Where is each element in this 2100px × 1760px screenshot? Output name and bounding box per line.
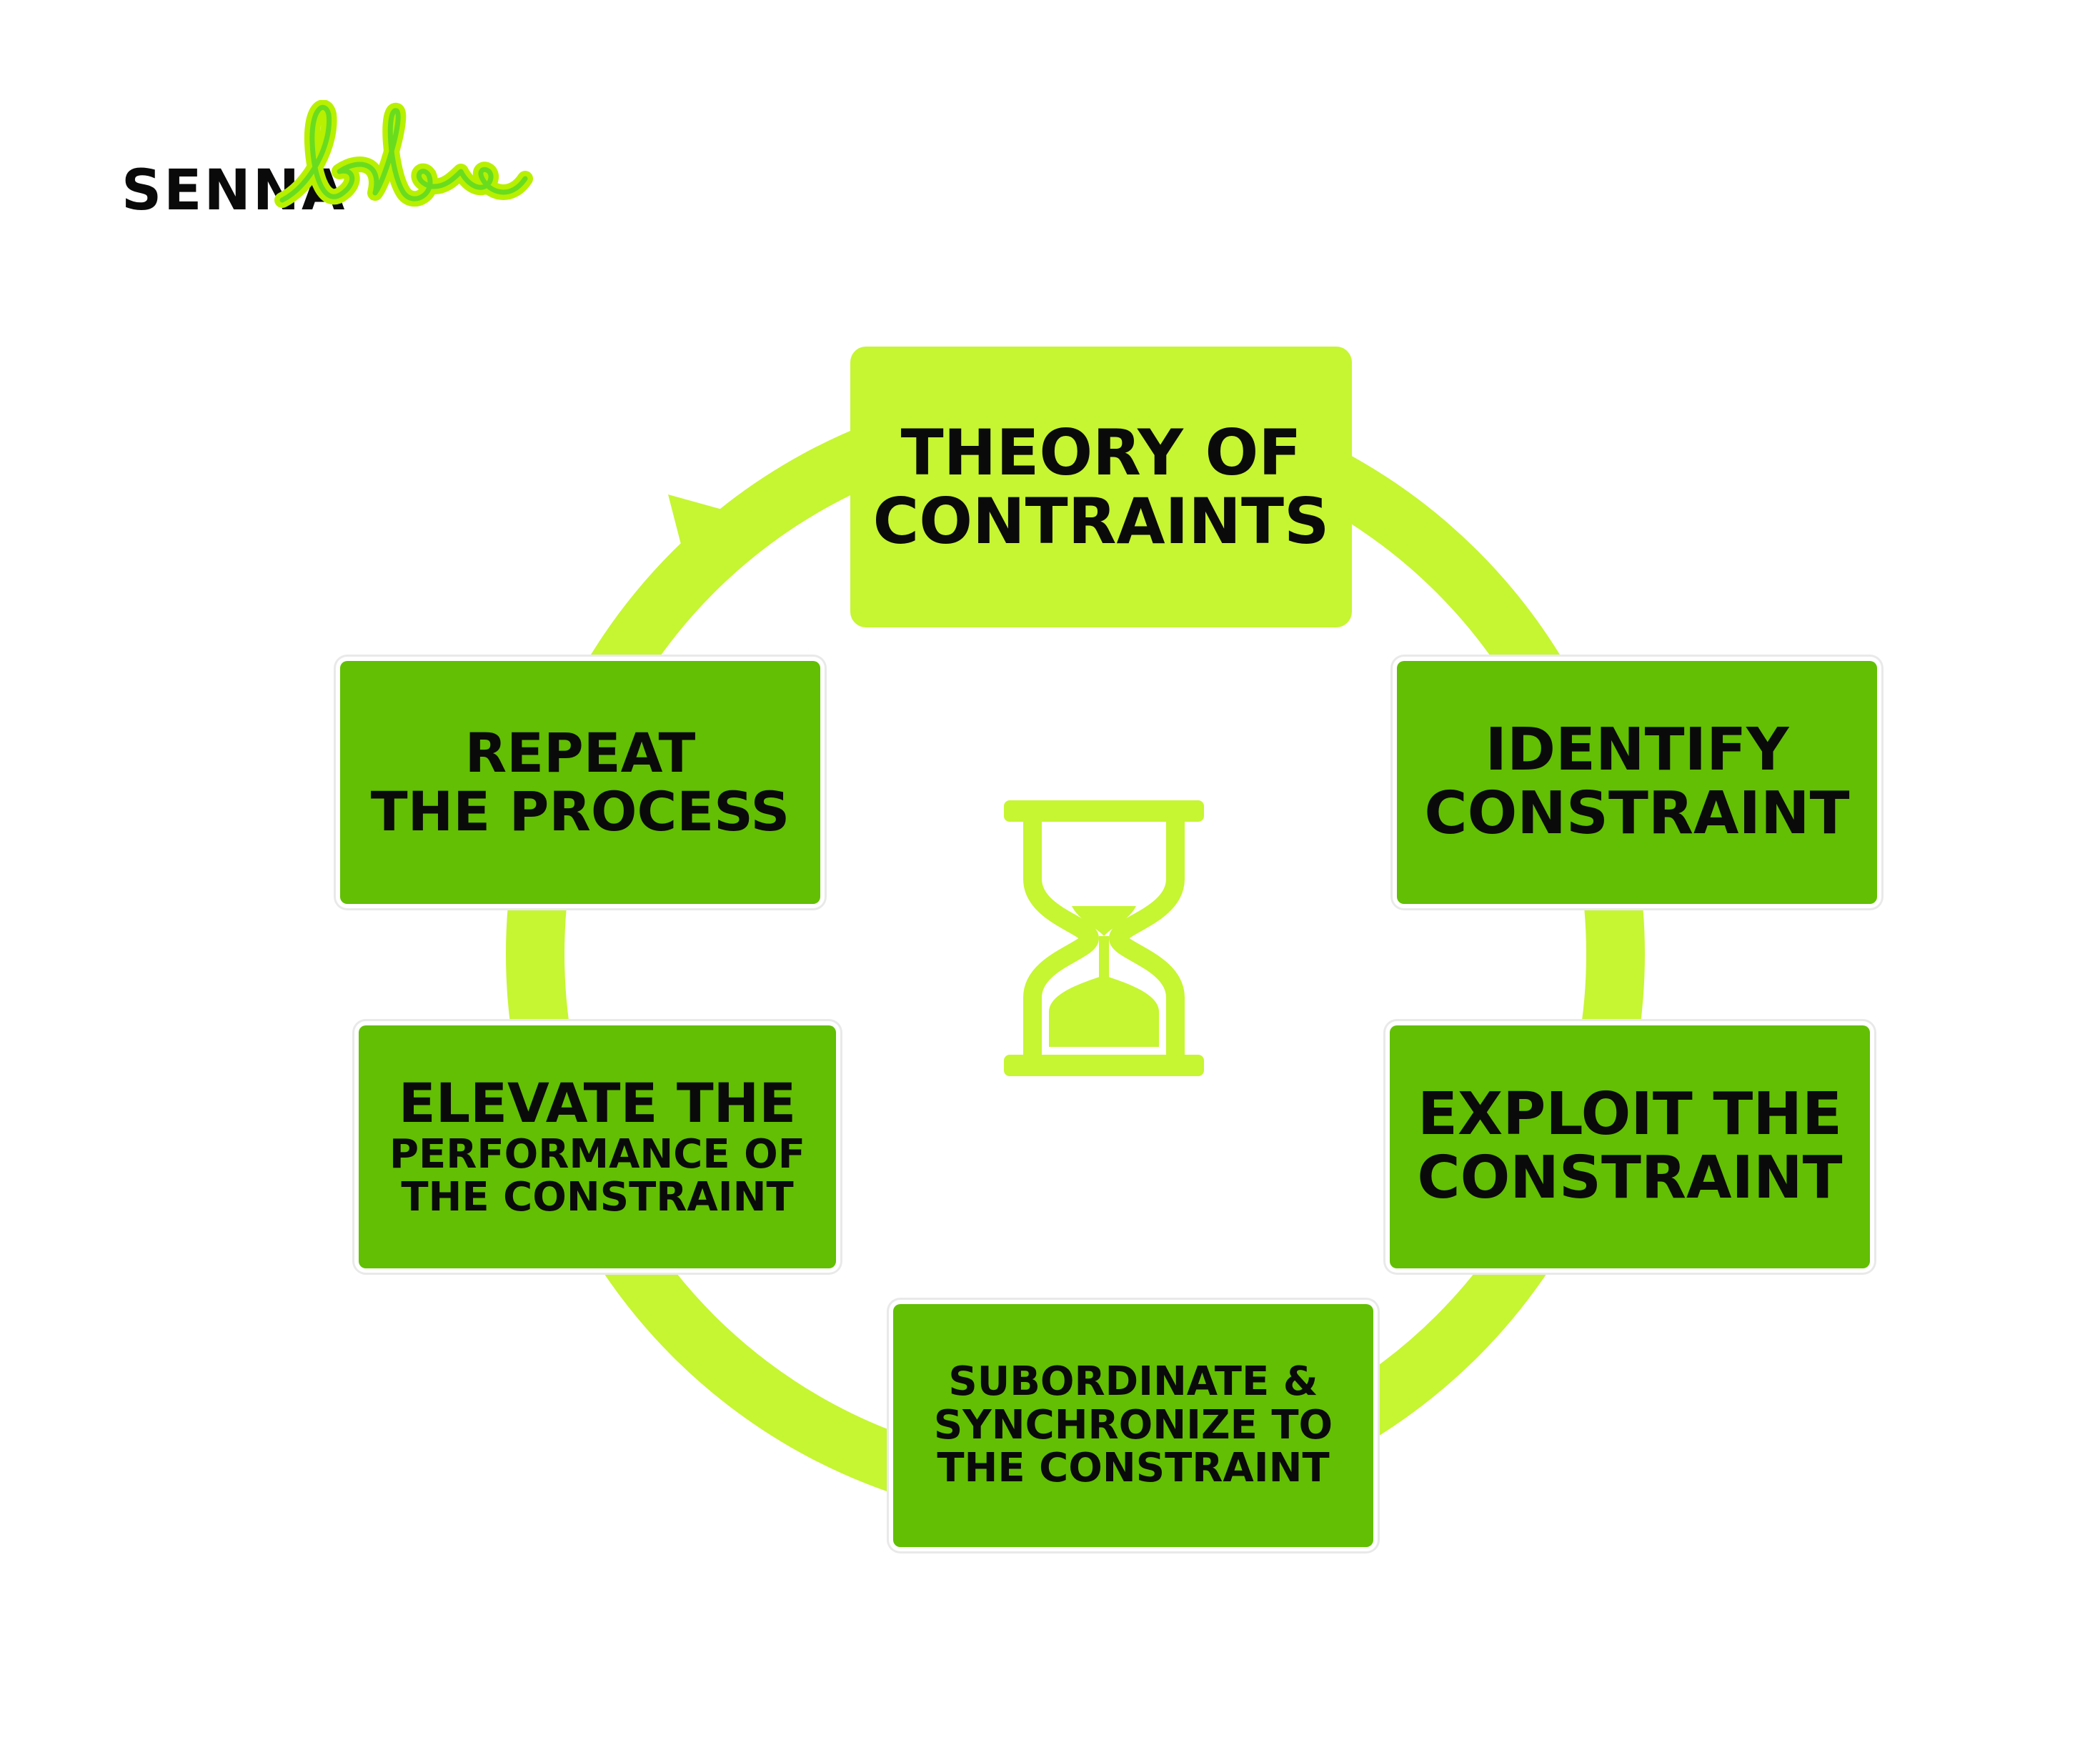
elevate-line-1: ELEVATE THE: [398, 1071, 797, 1135]
identify-line-1: IDENTIFY: [1485, 716, 1789, 785]
elevate-line-3: THE CONSTRAINT: [401, 1174, 794, 1221]
subordinate-line-1: SUBORDINATE &: [948, 1358, 1318, 1406]
identify-line-2: CONSTRAINT: [1424, 780, 1850, 847]
senna-labs-logo: SENNA: [121, 100, 533, 229]
logo-labs-script: [274, 100, 533, 208]
subordinate-line-2: SYNCHRONIZE TO: [933, 1401, 1333, 1448]
exploit-line-1: EXPLOIT THE: [1418, 1080, 1842, 1149]
step-elevate-constraint: ELEVATE THE PERFORMANCE OF THE CONSTRAIN…: [359, 1025, 836, 1268]
title-line-2: CONTRAINTS: [872, 484, 1330, 558]
step-identify-constraint: IDENTIFY CONSTRAINT: [1397, 661, 1877, 904]
cycle-arrowhead: [668, 494, 774, 602]
theory-of-constraints-title: THEORY OF CONTRAINTS: [850, 347, 1352, 627]
repeat-line-2: THE PROCESS: [370, 780, 790, 843]
step-exploit-constraint: EXPLOIT THE CONSTRAINT: [1390, 1025, 1870, 1268]
step-repeat-process: REPEAT THE PROCESS: [340, 661, 820, 904]
subordinate-line-3: THE CONSTRAINT: [937, 1445, 1330, 1492]
step-subordinate-constraint: SUBORDINATE & SYNCHRONIZE TO THE CONSTRA…: [893, 1304, 1373, 1547]
elevate-line-2: PERFORMANCE OF: [389, 1130, 806, 1178]
exploit-line-2: CONSTRAINT: [1417, 1144, 1843, 1212]
repeat-line-1: REPEAT: [464, 720, 696, 785]
hourglass-icon: [1004, 800, 1204, 1076]
title-line-1: THEORY OF: [900, 416, 1302, 490]
